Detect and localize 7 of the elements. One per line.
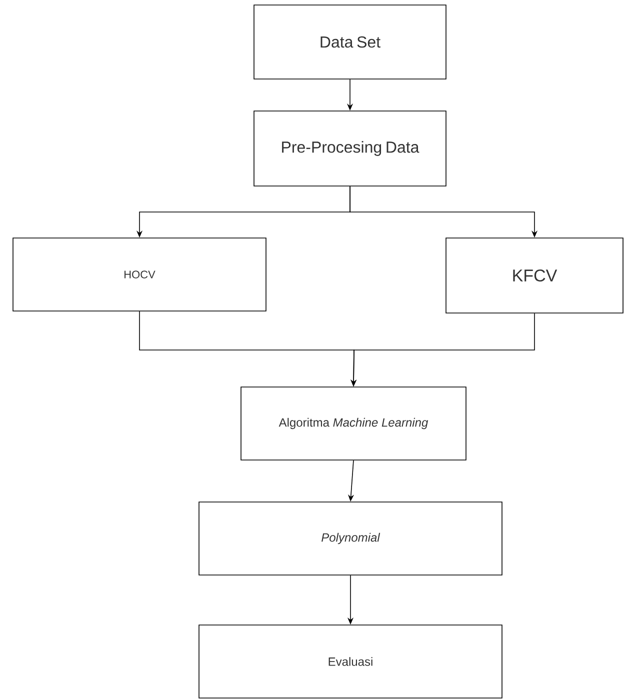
process-box: Algoritma Machine Learning <box>240 386 466 460</box>
process-box: Polynomial <box>198 502 502 576</box>
process-box: Data Set <box>254 4 446 80</box>
process-box: HOCV <box>12 238 266 312</box>
process-box: Evaluasi <box>198 624 502 698</box>
process-box: Pre-Procesing Data <box>254 110 446 186</box>
process-box: KFCV <box>446 238 624 314</box>
